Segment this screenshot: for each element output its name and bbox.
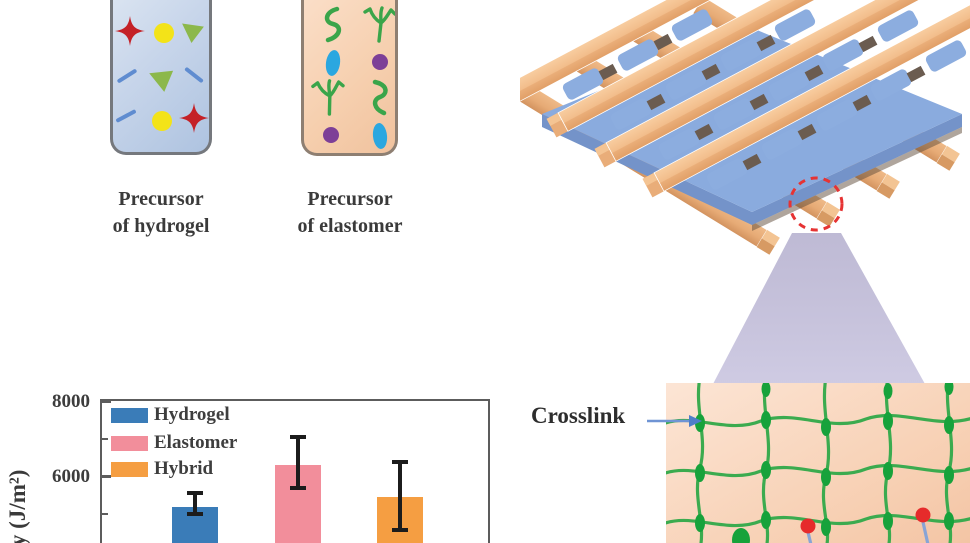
crosslink-arrow-icon bbox=[647, 415, 702, 427]
dot-particle-icon bbox=[323, 127, 339, 143]
dot-particle-icon bbox=[154, 23, 174, 43]
legend-swatch bbox=[111, 462, 148, 477]
hydrogel-precursor-vial bbox=[110, 0, 212, 155]
legend-swatch bbox=[111, 408, 148, 423]
top-fiber bbox=[520, 0, 970, 102]
dash-particle-icon bbox=[184, 67, 204, 83]
major-tick bbox=[102, 400, 111, 403]
top-fiber bbox=[546, 0, 970, 138]
legend-label-elastomer: Elastomer bbox=[154, 432, 238, 453]
woven-lattice-illustration bbox=[520, 0, 970, 255]
polymer-chain-icon bbox=[372, 79, 388, 116]
legend-label-hydrogel: Hydrogel bbox=[154, 404, 230, 425]
polymer-chain-icon bbox=[324, 6, 342, 43]
minor-tick bbox=[102, 438, 108, 440]
dot-particle-icon bbox=[372, 54, 388, 70]
branched-crosslinker-icon bbox=[311, 79, 345, 116]
y-tick-6000: 6000 bbox=[52, 466, 90, 487]
oval-particle-icon bbox=[325, 50, 341, 76]
star-particle-icon bbox=[115, 16, 145, 46]
polymer-network bbox=[658, 375, 970, 543]
star-particle-icon bbox=[179, 103, 209, 133]
triangle-particle-icon bbox=[149, 70, 174, 92]
y-axis-label: ergy (J/m²) bbox=[5, 469, 30, 543]
legend-label-hybrid: Hybrid bbox=[154, 458, 214, 479]
zoom-cone bbox=[713, 233, 925, 384]
polymer-network-panel bbox=[658, 375, 970, 543]
dot-particle-icon bbox=[152, 111, 172, 131]
elastomer-vial-contents bbox=[311, 6, 395, 149]
crosslink-label: Crosslink bbox=[531, 403, 626, 428]
dash-particle-icon bbox=[116, 109, 136, 123]
zoom-highlight-circle bbox=[788, 176, 844, 232]
y-tick-8000: 8000 bbox=[52, 391, 90, 412]
top-fiber bbox=[642, 0, 970, 198]
hydrogel-sheet-shadow bbox=[752, 127, 962, 231]
dash-particle-icon bbox=[117, 69, 137, 83]
weave-gaps bbox=[598, 33, 926, 171]
minor-tick bbox=[102, 513, 108, 515]
legend-swatch bbox=[111, 436, 148, 451]
hydrogel-vial-contents bbox=[115, 16, 209, 133]
elastomer-precursor-vial bbox=[301, 0, 398, 156]
hydrogel-precursor-label: Precursor of hydrogel bbox=[112, 188, 210, 237]
crosslink-nodes bbox=[695, 379, 954, 543]
oval-particle-icon bbox=[372, 123, 388, 149]
pendant-groups bbox=[800, 507, 931, 543]
major-tick bbox=[102, 475, 111, 478]
top-fiber bbox=[594, 0, 970, 168]
branched-crosslinker-icon bbox=[363, 6, 395, 43]
elastomer-precursor-label: Precursor of elastomer bbox=[297, 188, 403, 237]
triangle-particle-icon bbox=[182, 23, 204, 44]
hydrogel-studs bbox=[562, 9, 967, 190]
